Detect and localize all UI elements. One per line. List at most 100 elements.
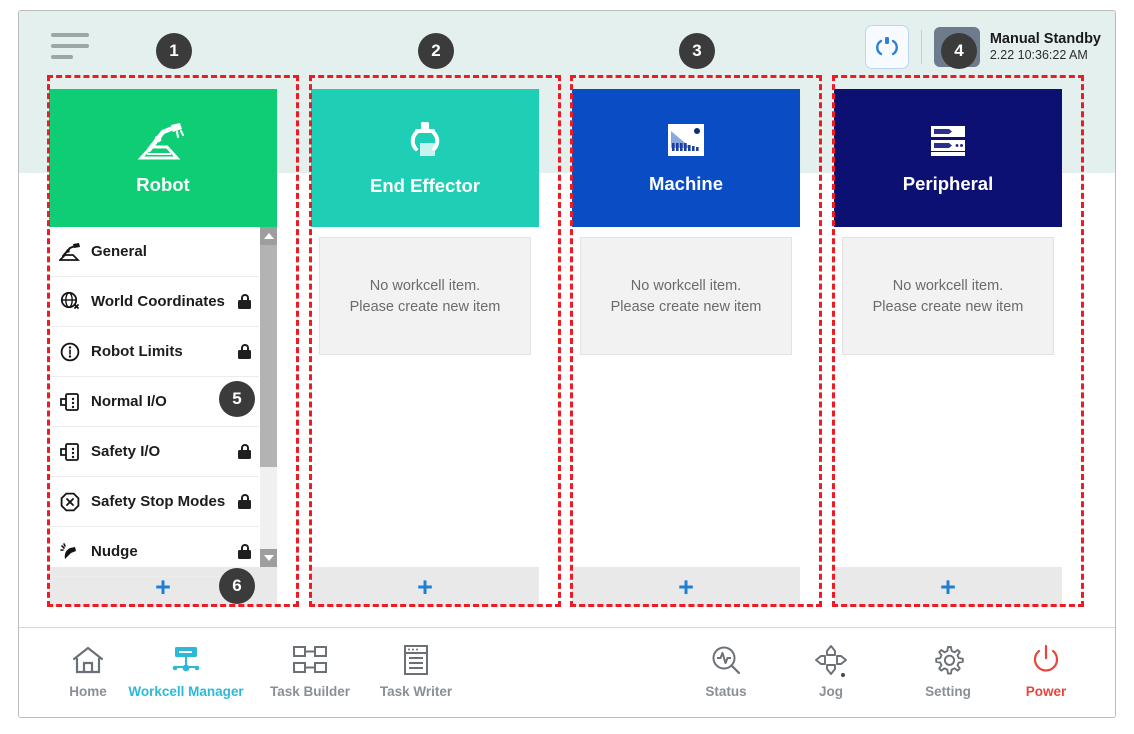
list-item-label: General — [91, 243, 147, 260]
list-item-safety-io[interactable]: Safety I/O — [49, 427, 259, 477]
card-title: Robot — [136, 174, 190, 195]
robot-arm-icon — [875, 37, 898, 56]
lock-icon — [238, 444, 251, 459]
scrollbar-thumb[interactable] — [260, 245, 277, 467]
card-header-machine[interactable]: Machine — [572, 89, 800, 227]
limits-circle-icon — [55, 341, 85, 363]
list-item-label: Robot Limits — [91, 343, 183, 360]
add-machine-button[interactable]: + — [572, 567, 800, 607]
io-connector-icon — [55, 441, 85, 463]
robot-arm-icon — [137, 123, 184, 160]
card-title: Peripheral — [902, 173, 994, 194]
nav-label: Jog — [818, 684, 843, 699]
annotation-badge-1: 1 — [156, 33, 192, 69]
nav-label: Workcell Manager — [128, 684, 244, 699]
empty-line-2: Please create new item — [610, 298, 762, 315]
empty-state: No workcell item. Please create new item — [319, 237, 531, 355]
mode-timestamp: 2.22 10:36:22 AM — [989, 48, 1088, 63]
lock-icon — [238, 344, 251, 359]
nav-item-setting[interactable]: Setting — [889, 642, 1007, 708]
hamburger-menu-icon[interactable] — [51, 33, 95, 63]
nav-item-task-builder[interactable]: Task Builder — [251, 642, 369, 708]
annotation-badge-5: 5 — [219, 381, 255, 417]
io-connector-icon — [55, 391, 85, 413]
list-item-label: Normal I/O — [91, 393, 167, 410]
nav-item-task-writer[interactable]: Task Writer — [357, 642, 475, 708]
card-end-effector: End Effector No workcell item. Please cr… — [311, 89, 539, 607]
peripheral-icon — [931, 126, 965, 156]
nav-label: Setting — [925, 684, 971, 699]
divider — [920, 30, 922, 64]
list-item-label: World Coordinates — [91, 293, 225, 310]
nav-item-power[interactable]: Power — [987, 642, 1105, 708]
plus-icon: + — [417, 571, 433, 602]
task-writer-icon — [401, 642, 431, 678]
robot-arm-icon — [55, 242, 85, 262]
empty-state: No workcell item. Please create new item — [842, 237, 1054, 355]
add-end-effector-button[interactable]: + — [311, 567, 539, 607]
nav-item-workcell-manager[interactable]: Workcell Manager — [127, 642, 245, 708]
nav-label: Power — [1025, 684, 1067, 699]
add-peripheral-button[interactable]: + — [834, 567, 1062, 607]
card-header-end-effector[interactable]: End Effector — [311, 89, 539, 227]
list-scrollbar[interactable] — [260, 227, 277, 567]
empty-line-1: No workcell item. — [630, 277, 742, 294]
hamburger-line — [51, 33, 89, 37]
workcell-cards: Robot General — [19, 11, 1115, 611]
hamburger-line — [51, 44, 89, 48]
list-item-normal-io[interactable]: Normal I/O — [49, 377, 259, 427]
list-item-label: Safety Stop Modes — [91, 493, 226, 510]
card-title: End Effector — [370, 175, 480, 196]
scroll-down-button[interactable] — [260, 549, 277, 567]
jog-icon — [814, 642, 848, 678]
card-robot: Robot General — [49, 89, 277, 607]
task-builder-icon — [289, 642, 331, 678]
empty-line-2: Please create new item — [349, 298, 501, 315]
nav-label: Task Writer — [379, 684, 453, 699]
nav-item-jog[interactable]: Jog — [772, 642, 890, 708]
annotation-badge-2: 2 — [418, 33, 454, 69]
empty-line-2: Please create new item — [872, 298, 1024, 315]
machine-icon — [668, 124, 704, 156]
robot-arm-button[interactable] — [864, 25, 909, 69]
card-title: Machine — [648, 173, 724, 194]
nav-item-status[interactable]: Status — [667, 642, 785, 708]
card-body-machine: No workcell item. Please create new item — [572, 227, 800, 567]
card-machine: Machine No workcell item. Please create … — [572, 89, 800, 607]
nav-item-home[interactable]: Home — [29, 642, 147, 708]
plus-icon: + — [678, 571, 694, 602]
application-window: Manual Standby 2.22 10:36:22 AM Robot — [18, 10, 1116, 718]
nav-label: Home — [69, 684, 107, 699]
list-item-robot-limits[interactable]: Robot Limits — [49, 327, 259, 377]
robot-list: General World Coordinates — [49, 227, 277, 577]
gripper-icon — [410, 122, 440, 156]
list-item-nudge[interactable]: Nudge — [49, 527, 259, 577]
card-header-peripheral[interactable]: Peripheral — [834, 89, 1062, 227]
nav-label: Task Builder — [269, 684, 351, 699]
globe-axis-icon — [55, 291, 85, 313]
card-header-robot[interactable]: Robot — [49, 89, 277, 227]
separator-dot — [841, 673, 845, 677]
list-item-label: Safety I/O — [91, 443, 161, 460]
nav-label: Status — [705, 684, 747, 699]
hand-nudge-icon — [55, 541, 85, 563]
list-item-safety-stop-modes[interactable]: Safety Stop Modes — [49, 477, 259, 527]
workcell-icon — [166, 642, 206, 678]
card-body-peripheral: No workcell item. Please create new item — [834, 227, 1062, 567]
empty-line-1: No workcell item. — [892, 277, 1004, 294]
annotation-badge-6: 6 — [219, 568, 255, 604]
lock-icon — [238, 294, 251, 309]
lock-icon — [238, 544, 251, 559]
plus-icon: + — [940, 571, 956, 602]
mode-text: Manual Standby 2.22 10:36:22 AM — [990, 30, 1101, 64]
plus-icon: + — [155, 571, 171, 602]
card-peripheral: Peripheral No workcell item. Please crea… — [834, 89, 1062, 607]
list-item-general[interactable]: General — [49, 227, 259, 277]
hamburger-line — [51, 55, 73, 59]
list-item-world-coordinates[interactable]: World Coordinates — [49, 277, 259, 327]
list-item-label: Nudge — [91, 543, 138, 560]
empty-state: No workcell item. Please create new item — [580, 237, 792, 355]
octagon-x-icon — [55, 491, 85, 513]
bottom-navigation: Home Workcell Manager — [19, 627, 1115, 717]
scroll-up-button[interactable] — [260, 227, 277, 245]
